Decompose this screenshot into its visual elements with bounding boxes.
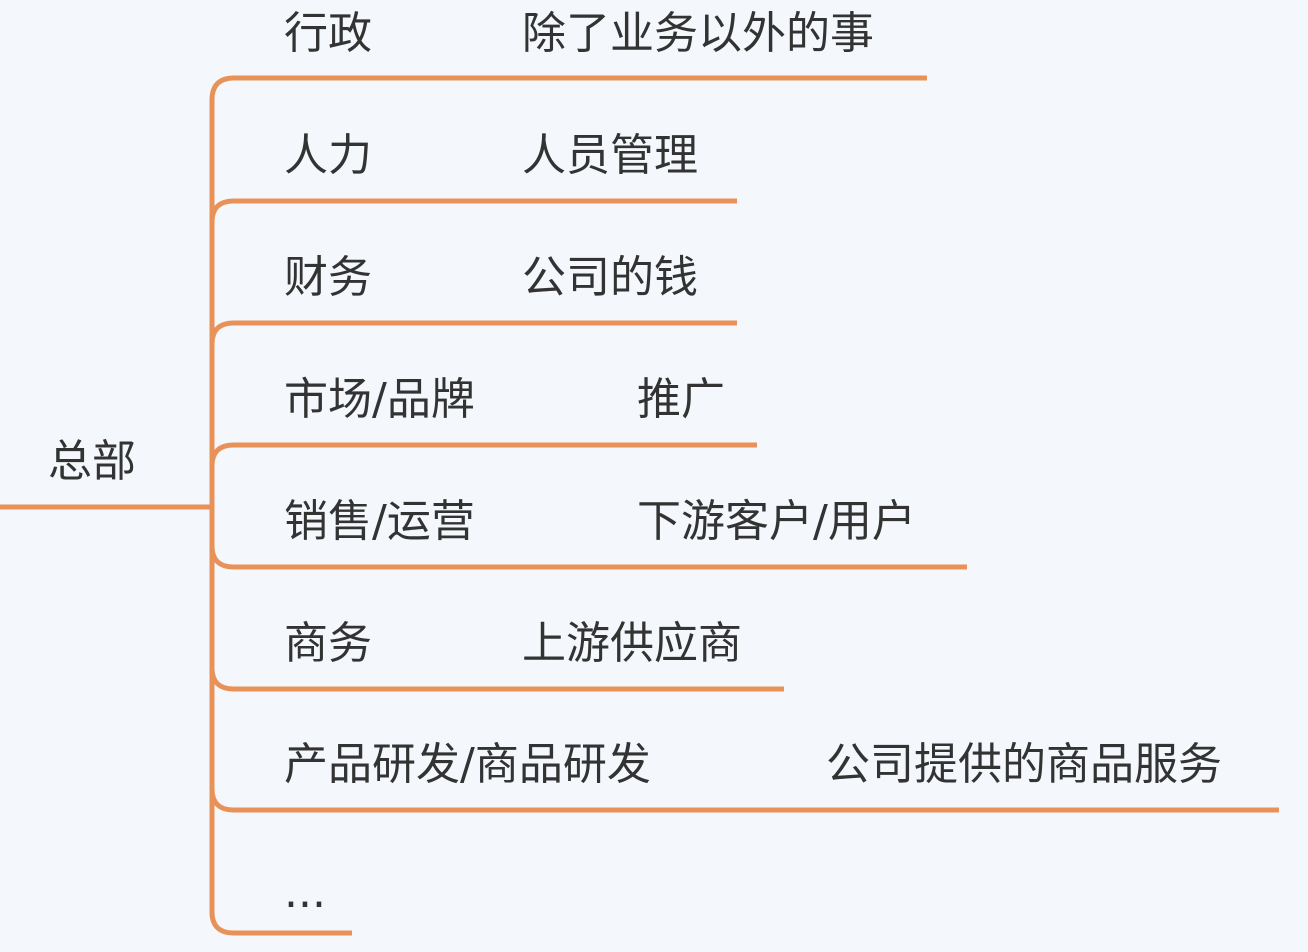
- branch-desc-business: 上游供应商: [522, 618, 742, 669]
- branch-name-business: 商务: [284, 618, 372, 669]
- branch-line-3: [209, 442, 757, 467]
- branch-line-0: [209, 75, 927, 101]
- branch-name-rnd: 产品研发/商品研发: [284, 739, 651, 790]
- branch-desc-hr: 人员管理: [522, 130, 698, 181]
- branch-name-finance: 财务: [284, 252, 372, 303]
- branch-desc-rnd: 公司提供的商品服务: [826, 739, 1222, 790]
- branch-line-4: [209, 545, 967, 570]
- branch-name-sales: 销售/运营: [284, 496, 475, 547]
- branch-desc-finance: 公司的钱: [522, 252, 698, 303]
- branch-desc-marketing: 推广: [637, 374, 725, 425]
- branch-desc-sales: 下游客户/用户: [637, 496, 916, 547]
- branch-line-5: [209, 667, 784, 692]
- branch-name-more: ...: [284, 867, 326, 918]
- branch-line-7: [209, 911, 352, 936]
- branch-desc-admin: 除了业务以外的事: [522, 8, 874, 59]
- branch-line-6: [209, 788, 1279, 813]
- root-label: 总部: [48, 436, 136, 487]
- branch-name-admin: 行政: [284, 8, 372, 59]
- branch-line-1: [209, 198, 737, 223]
- branch-name-hr: 人力: [284, 130, 372, 181]
- branch-line-2: [209, 320, 737, 345]
- branch-name-marketing: 市场/品牌: [284, 374, 475, 425]
